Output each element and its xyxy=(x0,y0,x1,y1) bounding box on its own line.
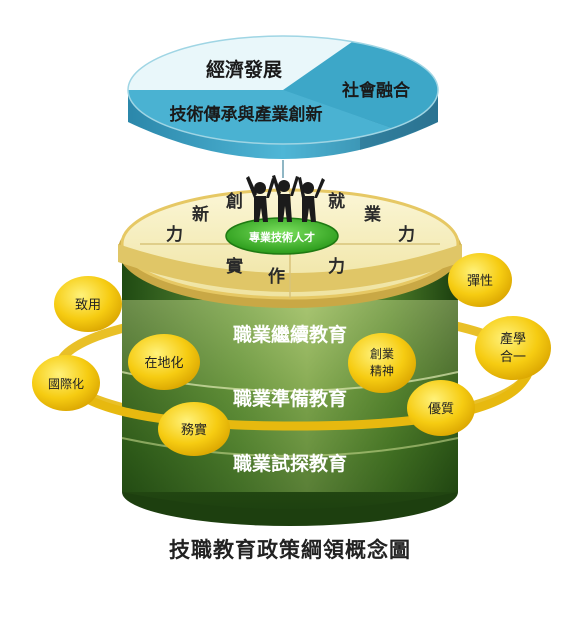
goals-pie xyxy=(127,35,439,178)
ring-char: 作 xyxy=(268,266,285,287)
bubble-tanxing: 彈性 xyxy=(448,253,512,307)
bubble-label-line1: 創業 xyxy=(370,347,394,361)
pie-label-tech: 技術傳承與產業創新 xyxy=(170,104,323,125)
tier-label-middle: 職業準備教育 xyxy=(233,387,347,410)
bubble-label-line2: 合一 xyxy=(500,350,526,365)
bubble-youzhi: 優質 xyxy=(407,380,475,436)
top-ring-characters: 力 新 創 就 業 力 實 作 力 xyxy=(166,191,415,287)
bubble-chuangye-jingshen: 創業 精神 xyxy=(348,333,416,393)
pie-label-economy: 經濟發展 xyxy=(206,58,282,81)
bubble-label: 致用 xyxy=(75,298,101,313)
bubble-chanxue-heyi: 產學 合一 xyxy=(475,316,551,380)
bubble-label-line2: 精神 xyxy=(370,364,394,378)
bubble-label: 在地化 xyxy=(144,356,183,371)
ring-char: 力 xyxy=(328,256,345,277)
ring-char: 業 xyxy=(364,204,381,225)
bubble-wushi: 務實 xyxy=(158,402,230,456)
bubble-zhiyong: 致用 xyxy=(54,276,122,332)
figure-caption: 技職教育政策綱領概念圖 xyxy=(169,538,411,562)
ring-char: 新 xyxy=(192,204,209,225)
bubble-label-line1: 產學 xyxy=(500,331,526,347)
bubble-label: 務實 xyxy=(181,422,207,438)
ring-char: 創 xyxy=(225,191,243,212)
ring-char: 實 xyxy=(226,256,243,277)
bubble-zaidihua: 在地化 xyxy=(128,334,200,390)
pie-label-social: 社會融合 xyxy=(341,80,411,101)
center-disc-label: 專業技術人才 xyxy=(249,230,315,244)
people-figures-icon xyxy=(246,175,325,222)
ring-char: 就 xyxy=(328,191,345,212)
tier-label-top: 職業繼續教育 xyxy=(233,323,347,346)
tier-label-bottom: 職業試探教育 xyxy=(233,452,347,475)
bubble-label: 國際化 xyxy=(48,377,84,391)
education-cylinder xyxy=(118,188,462,526)
bubble-label: 彈性 xyxy=(467,274,493,289)
ring-char: 力 xyxy=(398,224,415,245)
bubble-guojihua: 國際化 xyxy=(32,355,100,411)
bubble-label: 優質 xyxy=(428,402,454,417)
ring-char: 力 xyxy=(166,224,183,245)
